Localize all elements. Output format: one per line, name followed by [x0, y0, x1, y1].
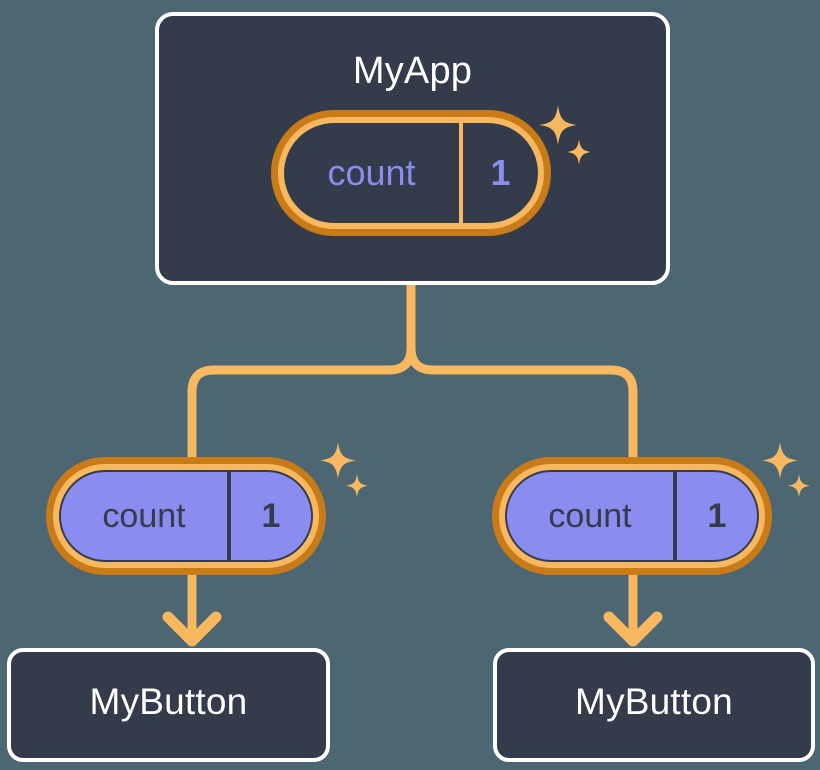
branch-root-to-children: [187, 280, 638, 467]
state-pill-child-right[interactable]: count 1: [492, 457, 772, 575]
component-title-mybutton-right: MyButton: [575, 681, 733, 722]
state-key-root: count: [327, 152, 416, 193]
component-title-myapp: MyApp: [352, 50, 473, 92]
state-key-child-left: count: [102, 496, 186, 535]
state-pill-child-left-inner: count 1: [59, 470, 313, 562]
state-value-child-left: 1: [227, 472, 311, 560]
state-key-child-right: count: [548, 496, 632, 535]
component-box-mybutton-left[interactable]: MyButton: [7, 648, 330, 762]
state-value-root: 1: [459, 123, 538, 223]
arrow-right-head-icon: [603, 611, 663, 647]
state-pill-root-inner: count 1: [284, 123, 538, 223]
component-title-mybutton-left: MyButton: [89, 681, 248, 722]
state-pill-child-left[interactable]: count 1: [46, 457, 326, 575]
sparkle-icon-child-right: [760, 440, 812, 502]
arrow-left-head-icon: [162, 611, 222, 647]
component-box-mybutton-right[interactable]: MyButton: [493, 648, 815, 762]
state-value-child-right: 1: [673, 472, 757, 560]
state-pill-child-right-inner: count 1: [505, 470, 759, 562]
state-pill-root[interactable]: count 1: [271, 110, 551, 236]
sparkle-icon-child-left: [318, 440, 370, 502]
